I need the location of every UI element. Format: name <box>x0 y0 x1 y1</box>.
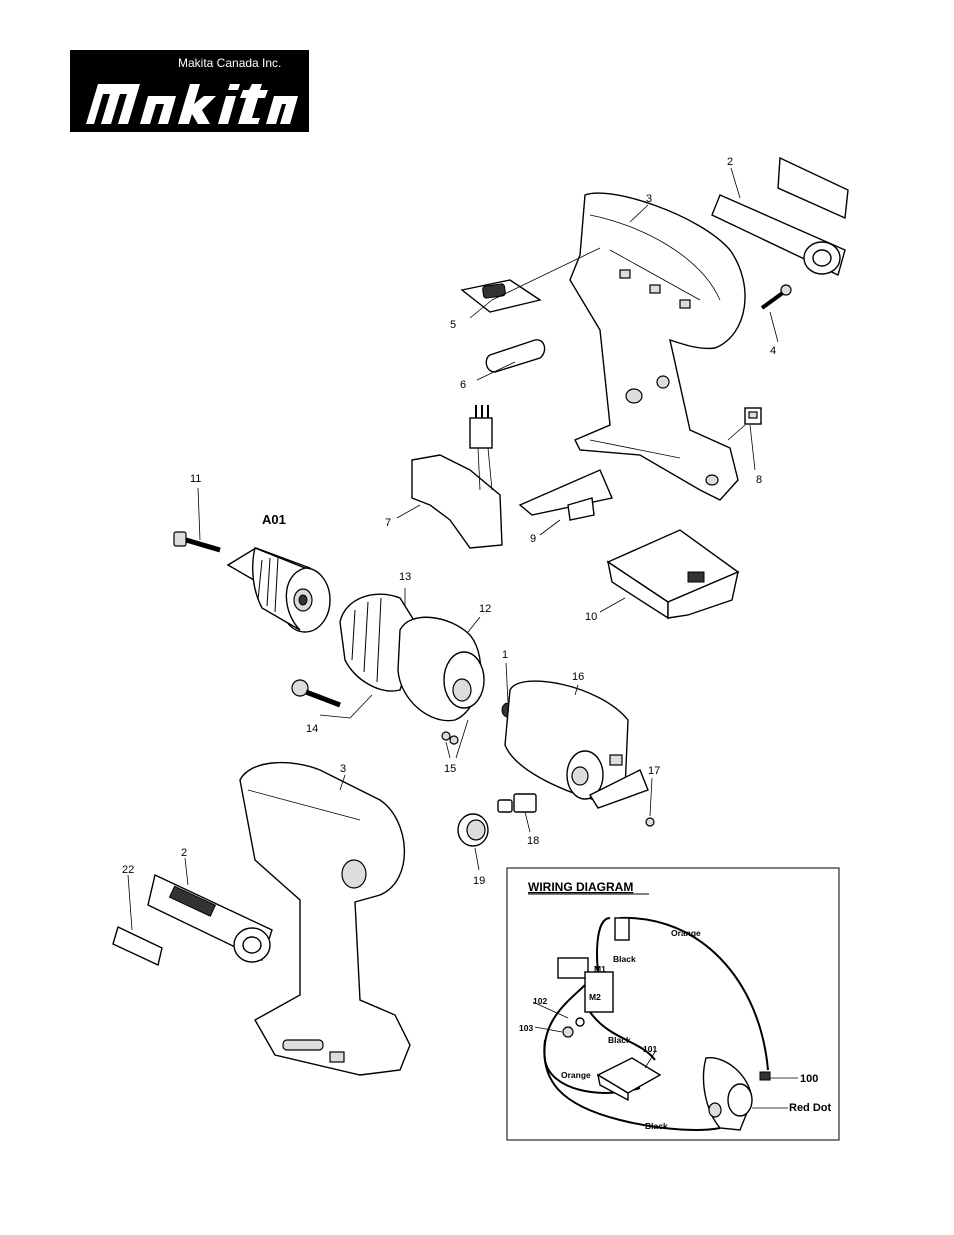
callout-6: 6 <box>460 379 466 391</box>
terminal-m1-label: M1 <box>594 964 606 974</box>
callout-labels: 2 3 5 6 4 8 7 9 10 11 A01 13 12 1 16 14 … <box>122 156 776 887</box>
callout-11: 11 <box>190 473 201 485</box>
housing-left <box>239 761 411 1076</box>
callout-3-top: 3 <box>646 193 652 205</box>
wire-label-black-top: Black <box>613 954 636 964</box>
screw-4 <box>760 284 792 310</box>
clip-8 <box>744 407 762 425</box>
part-103-label: 103 <box>519 1023 533 1033</box>
wire-label-orange-left: Orange <box>561 1070 591 1080</box>
orange-wire-top <box>619 916 769 1071</box>
wiring-diagram: WIRING DIAGRAM Orange Black M1 M2 <box>506 867 840 1141</box>
callout-19: 19 <box>473 875 485 887</box>
makita-wordmark-logo: makita <box>86 84 298 124</box>
part-101-label: 101 <box>643 1044 657 1054</box>
callout-1: 1 <box>502 649 508 661</box>
makita-logo: Makita Canada Inc. makita <box>70 50 309 132</box>
lock-plate-9 <box>518 469 613 521</box>
terminal-m2-label: M2 <box>589 992 601 1002</box>
screw-17 <box>645 817 655 827</box>
housing-right <box>569 192 746 501</box>
callout-15: 15 <box>444 763 456 775</box>
callout-14: 14 <box>306 723 318 735</box>
switch-7 <box>411 405 503 549</box>
wire-label-orange-top: Orange <box>671 928 701 938</box>
screw-14 <box>291 679 341 708</box>
switch-lever-6 <box>485 339 546 373</box>
wire-label-black-mid: Black <box>608 1035 631 1045</box>
terminal-block-10 <box>606 529 740 620</box>
callout-16: 16 <box>572 671 584 683</box>
black-wire-bottom <box>543 1039 721 1131</box>
screws-15 <box>441 731 459 745</box>
callout-17: 17 <box>648 765 660 777</box>
callout-4: 4 <box>770 345 776 357</box>
cap-19 <box>457 813 489 847</box>
callout-5: 5 <box>450 319 456 331</box>
callout-3-bottom: 3 <box>340 763 346 775</box>
brush-holder-18 <box>497 793 537 813</box>
part-102-label: 102 <box>533 996 547 1006</box>
label-22 <box>112 926 163 966</box>
wire-label-black-bottom: Black <box>645 1121 668 1131</box>
callout-12: 12 <box>479 603 491 615</box>
callout-13: 13 <box>399 571 411 583</box>
callout-10: 10 <box>585 611 597 623</box>
wiring-diagram-title: WIRING DIAGRAM <box>528 880 633 894</box>
callout-2-top: 2 <box>727 156 733 168</box>
callout-18: 18 <box>527 835 539 847</box>
keyless-chuck-a01 <box>226 547 331 633</box>
nameplate-bottom <box>147 873 273 963</box>
callout-2-bottom: 2 <box>181 847 187 859</box>
callout-8: 8 <box>756 474 762 486</box>
part-100-label: 100 <box>800 1073 818 1085</box>
clutch-ring-12 <box>397 616 485 722</box>
black-wire-mid <box>589 1011 656 1061</box>
motor-16 <box>501 680 649 809</box>
callout-22: 22 <box>122 864 134 876</box>
nameplate-top <box>711 156 849 276</box>
screw-11 <box>173 531 221 553</box>
leader-lines <box>127 167 779 931</box>
callout-9: 9 <box>530 533 536 545</box>
company-name: Makita Canada Inc. <box>178 56 282 70</box>
callout-7: 7 <box>385 517 391 529</box>
assembly-a01-label: A01 <box>262 512 286 527</box>
red-dot-label: Red Dot <box>789 1102 832 1114</box>
